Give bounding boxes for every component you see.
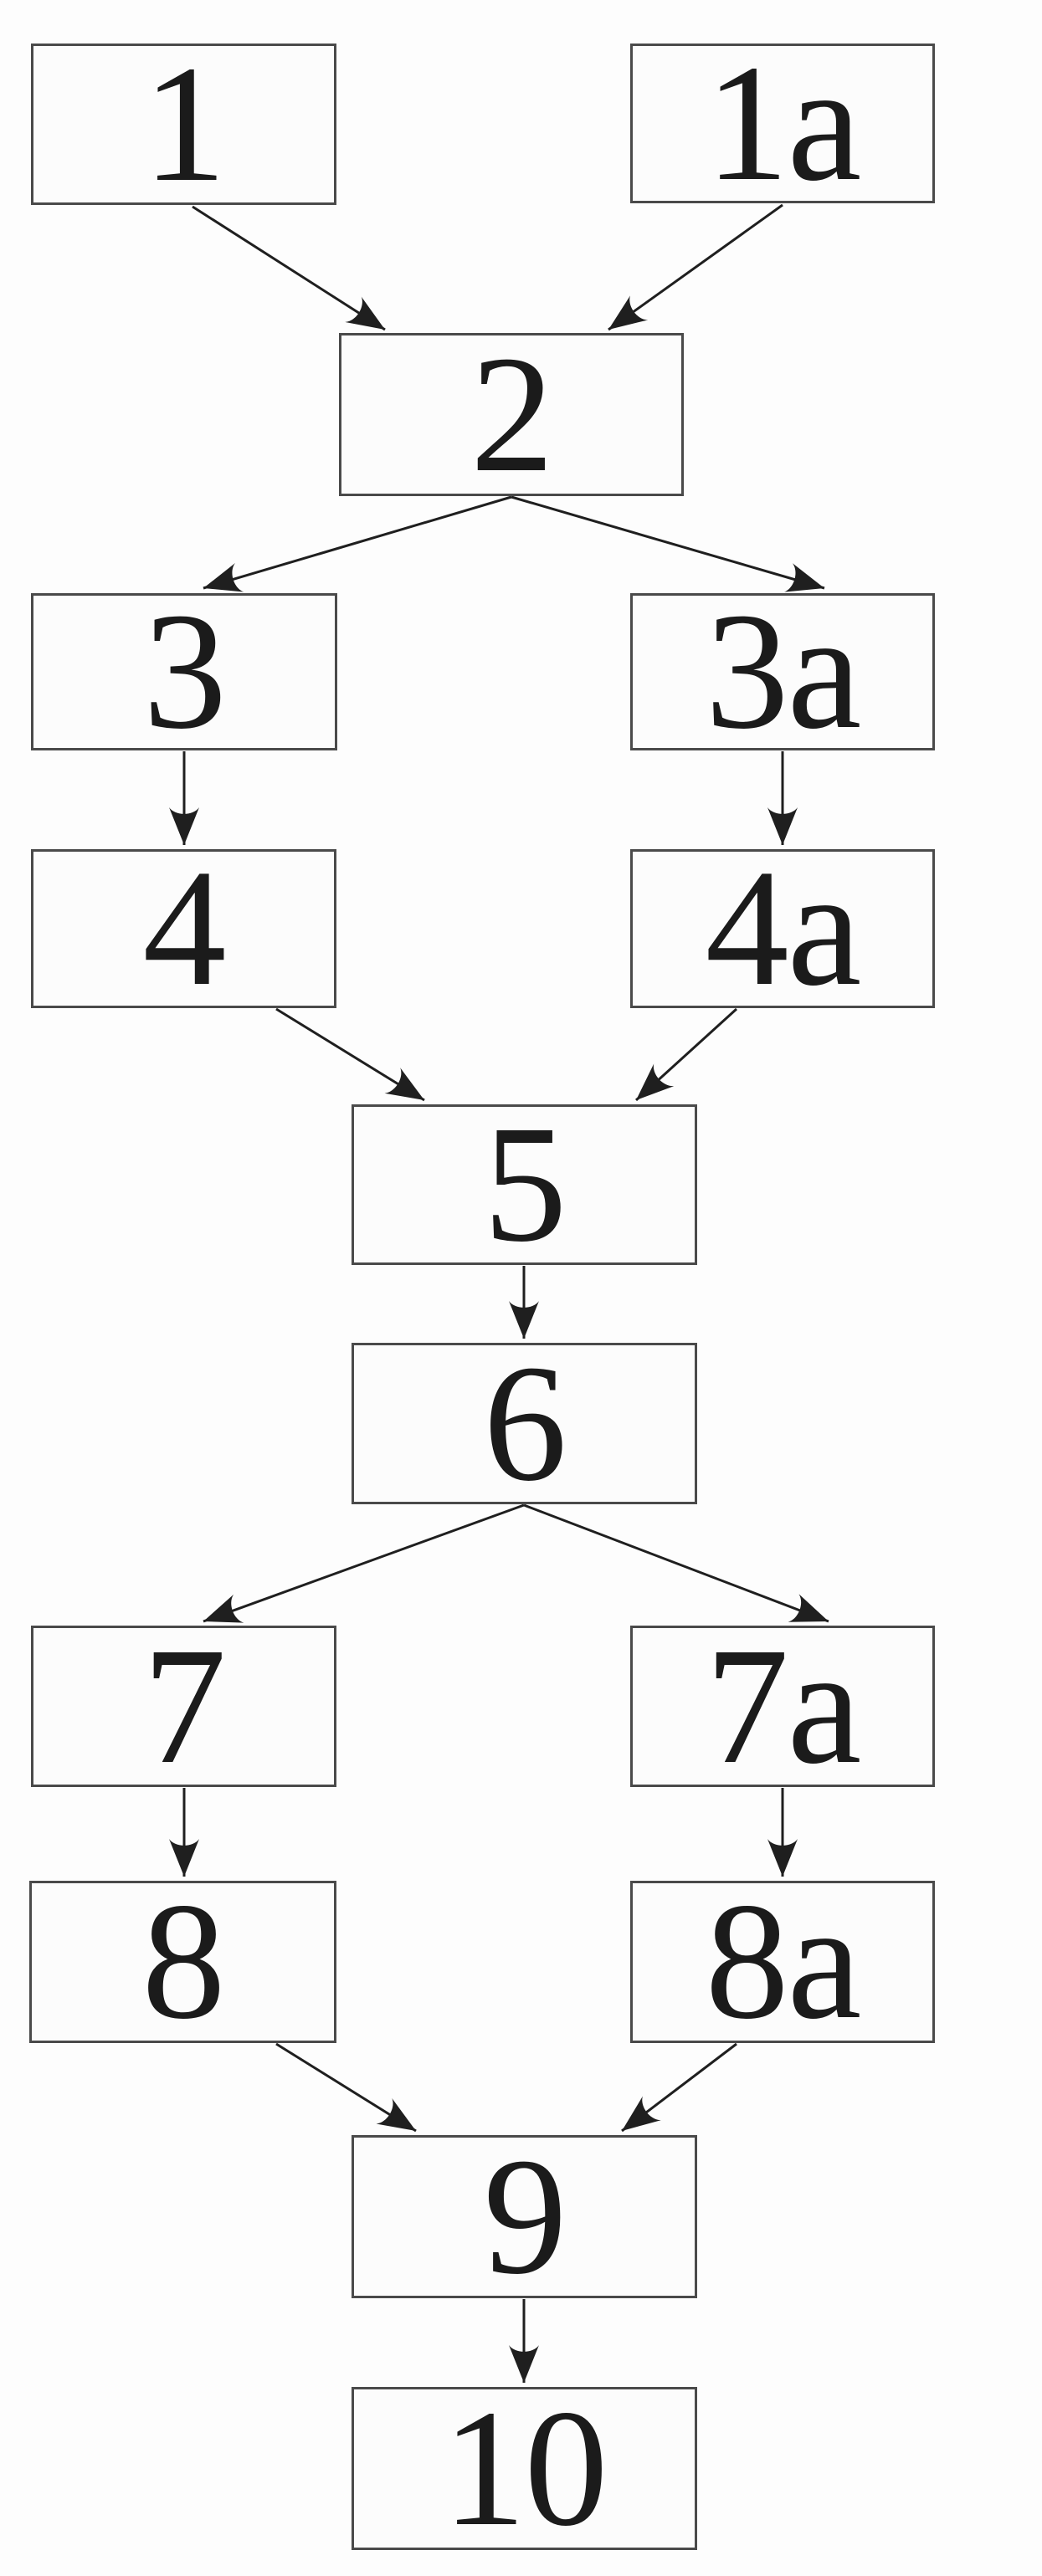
edge-2-to-3: [203, 495, 512, 592]
flow-node-1: 1: [31, 31, 336, 217]
flow-node-2: 2: [339, 321, 684, 507]
flow-node-label-5: 5: [483, 1092, 567, 1277]
flow-node-3: 3: [31, 588, 337, 755]
flow-node-label-7: 7: [142, 1613, 227, 1799]
flow-node-4: 4: [31, 845, 336, 1012]
flow-node-label-8: 8: [141, 1869, 226, 2054]
flow-node-label-3: 3: [143, 579, 227, 764]
flow-node-label-3a: 3a: [705, 579, 862, 764]
flow-node-3a: 3a: [630, 588, 935, 755]
flow-node-label-9: 9: [483, 2123, 567, 2309]
flow-node-label-7a: 7a: [705, 1613, 862, 1799]
flow-node-1a: 1a: [630, 39, 935, 207]
edge-1a-to-2: [608, 203, 783, 331]
flow-node-label-4: 4: [142, 836, 227, 1021]
edge-4a-to-5: [634, 1007, 738, 1102]
edge-8-to-9: [275, 2042, 417, 2133]
flow-node-5: 5: [352, 1092, 697, 1277]
edge-6-to-7: [203, 1503, 525, 1623]
flow-node-label-1a: 1a: [705, 30, 862, 216]
flow-node-9: 9: [352, 2123, 697, 2309]
flow-node-label-8a: 8a: [705, 1869, 862, 2054]
edge-2-to-3a: [511, 495, 825, 592]
flow-node-7: 7: [31, 1613, 336, 1799]
flow-node-label-6: 6: [483, 1330, 567, 1516]
edge-4-to-5: [275, 1007, 425, 1102]
edge-1-to-2: [192, 205, 386, 331]
flow-node-label-1: 1: [142, 31, 227, 217]
flow-node-7a: 7a: [630, 1613, 935, 1799]
edge-8a-to-9: [621, 2042, 737, 2133]
flow-node-4a: 4a: [630, 845, 935, 1012]
flow-node-label-2: 2: [470, 321, 554, 507]
flow-node-8a: 8a: [630, 1869, 935, 2054]
flow-node-6: 6: [352, 1339, 697, 1507]
flow-node-label-10: 10: [442, 2375, 608, 2561]
flow-node-10: 10: [352, 2375, 697, 2561]
edge-6-to-7a: [523, 1503, 829, 1623]
flow-node-label-4a: 4a: [705, 836, 862, 1021]
flow-node-8: 8: [29, 1869, 336, 2054]
